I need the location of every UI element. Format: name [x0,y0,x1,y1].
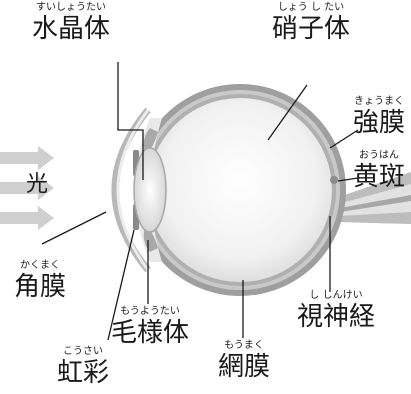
optic-nerve [336,172,411,224]
leader-sclera [329,129,359,149]
light-arrow-3 [0,206,54,230]
label-ciliary-body: もうようたい 毛様体 [102,306,198,348]
label-optic-nerve-ruby: し しんけい [309,290,363,301]
label-retina-ruby: もうまく [224,340,264,351]
label-iris-text: 虹彩 [56,358,109,388]
label-vitreous-text: 硝子体 [271,14,350,44]
leader-cornea [41,211,107,245]
label-macula-text: 黄斑 [352,162,405,192]
leader-iris [107,229,135,341]
label-retina-text: 網膜 [217,352,270,382]
macula-shape [330,176,338,184]
label-macula-ruby: おうはん [359,150,399,161]
label-vitreous-ruby: しょう し たい [277,2,345,13]
light-arrow-2 [0,176,54,200]
label-cornea-text: 角膜 [13,272,66,302]
leader-macula [337,177,359,182]
label-ciliary-body-ruby: もうようたい [120,306,180,317]
label-sclera-ruby: きょうまく [354,96,404,107]
lens-shape [133,147,167,233]
label-light-text: 光 [25,172,48,197]
label-retina: もうまく 網膜 [206,340,282,382]
label-cornea: かくまく 角膜 [4,260,76,302]
light-arrow-1 [0,146,54,170]
leader-vitreous [267,84,308,141]
vitreous-shape [148,98,332,282]
label-ciliary-body-text: 毛様体 [110,318,189,348]
label-iris-ruby: こうさい [63,346,103,357]
light-arrows [0,146,54,230]
label-macula: おうはん 黄斑 [348,150,410,192]
label-lens-text: 水晶体 [31,14,110,44]
leader-lens [117,62,144,180]
label-light: 光 [22,172,52,198]
leader-lines [41,62,359,341]
label-optic-nerve: し しんけい 視神経 [288,290,384,332]
label-lens-ruby: すいしょうたい [36,2,106,13]
label-vitreous: しょう し たい 硝子体 [256,2,366,44]
label-sclera: きょうまく 強膜 [348,96,410,138]
label-optic-nerve-text: 視神経 [296,302,375,332]
label-iris: こうさい 虹彩 [48,346,118,388]
label-sclera-text: 強膜 [352,108,405,138]
label-lens: すいしょうたい 水晶体 [16,2,126,44]
label-cornea-ruby: かくまく [20,260,60,271]
